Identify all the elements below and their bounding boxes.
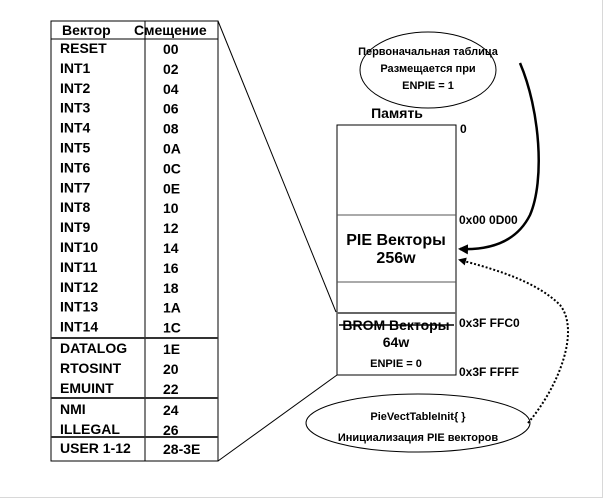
vector-table-border — [50, 20, 219, 462]
vector-name: INT13 — [60, 299, 98, 315]
brom-block-size: 64w — [383, 334, 410, 350]
memory-title: Память — [371, 105, 423, 121]
vector-offset: 1E — [163, 341, 180, 357]
vector-offset: 0E — [163, 180, 180, 196]
vector-name: INT12 — [60, 279, 98, 295]
address-pie: 0x00 0D00 — [459, 213, 518, 227]
vector-name: INT7 — [60, 179, 91, 195]
vector-offset: 10 — [163, 200, 179, 216]
callout-top-line3: ENPIE = 1 — [402, 80, 454, 92]
address-start: 0 — [460, 122, 467, 136]
callout-top: Первоначальная таблица Размещается при E… — [358, 31, 499, 109]
vector-offset: 0C — [163, 160, 181, 176]
vector-name: INT5 — [60, 140, 91, 156]
vector-offset: 12 — [163, 220, 179, 236]
brom-enpie-label: ENPIE = 0 — [370, 358, 422, 370]
vector-offset: 24 — [163, 402, 179, 418]
vector-name: INT6 — [60, 159, 91, 175]
callout-bottom: PieVectTableInit{ } Инициализация PIE ве… — [305, 393, 531, 453]
callout-bottom-ellipse — [305, 393, 531, 453]
vector-offset: 16 — [163, 260, 179, 276]
connector-line-top — [217, 20, 337, 313]
vector-offset: 02 — [163, 61, 179, 77]
callout-top-ellipse — [359, 31, 497, 109]
arrow-dotted-init — [458, 257, 569, 424]
arrow-solid-enpie1 — [458, 62, 540, 255]
vector-offset: 26 — [163, 422, 179, 438]
vector-name: RTOSINT — [60, 360, 122, 376]
header-vector: Вектор — [62, 22, 111, 38]
vector-offset: 18 — [163, 280, 179, 296]
vector-offset: 22 — [163, 381, 179, 397]
vector-name: NMI — [60, 401, 86, 417]
callout-top-line2: Размещается при — [380, 63, 475, 75]
vector-name: DATALOG — [60, 340, 127, 356]
vector-offset: 1A — [163, 300, 181, 316]
vector-name: INT14 — [60, 319, 98, 335]
address-brom: 0x3F FFC0 — [459, 316, 520, 330]
callout-top-line1: Первоначальная таблица — [358, 46, 499, 58]
vector-name: USER 1-12 — [60, 440, 131, 456]
callout-bottom-line1: PieVectTableInit{ } — [370, 411, 466, 423]
vector-name: INT11 — [60, 259, 98, 275]
vector-offset: 00 — [163, 41, 179, 57]
memory-map: Память PIE Векторы 256w BROM Векторы 64w… — [336, 105, 520, 379]
header-offset: Смещение — [134, 22, 207, 38]
vector-offset: 28-3E — [163, 441, 200, 457]
vector-name: RESET — [60, 40, 107, 56]
memory-block — [336, 124, 457, 376]
vector-name: INT3 — [60, 100, 91, 116]
vector-name: ILLEGAL — [60, 421, 120, 437]
vector-name: INT4 — [60, 120, 91, 136]
vector-name: INT2 — [60, 80, 91, 96]
vector-offset: 14 — [163, 240, 179, 256]
vector-offset: 0A — [163, 141, 181, 157]
vector-offset: 20 — [163, 361, 179, 377]
pie-block-size: 256w — [376, 250, 416, 267]
vector-offset: 06 — [163, 101, 179, 117]
vector-offset: 1C — [163, 320, 181, 336]
callout-bottom-line2: Инициализация PIE векторов — [338, 432, 499, 444]
vector-name: EMUINT — [60, 380, 114, 396]
vector-name: INT8 — [60, 199, 91, 215]
pie-block-label: PIE Векторы — [346, 232, 446, 249]
vector-name: INT9 — [60, 219, 91, 235]
vector-name: INT1 — [60, 60, 91, 76]
vector-offset: 04 — [163, 81, 179, 97]
vector-name: INT10 — [60, 239, 98, 255]
address-end: 0x3F FFFF — [459, 365, 519, 379]
vector-offset: 08 — [163, 121, 179, 137]
connector-line-bottom — [217, 374, 338, 462]
